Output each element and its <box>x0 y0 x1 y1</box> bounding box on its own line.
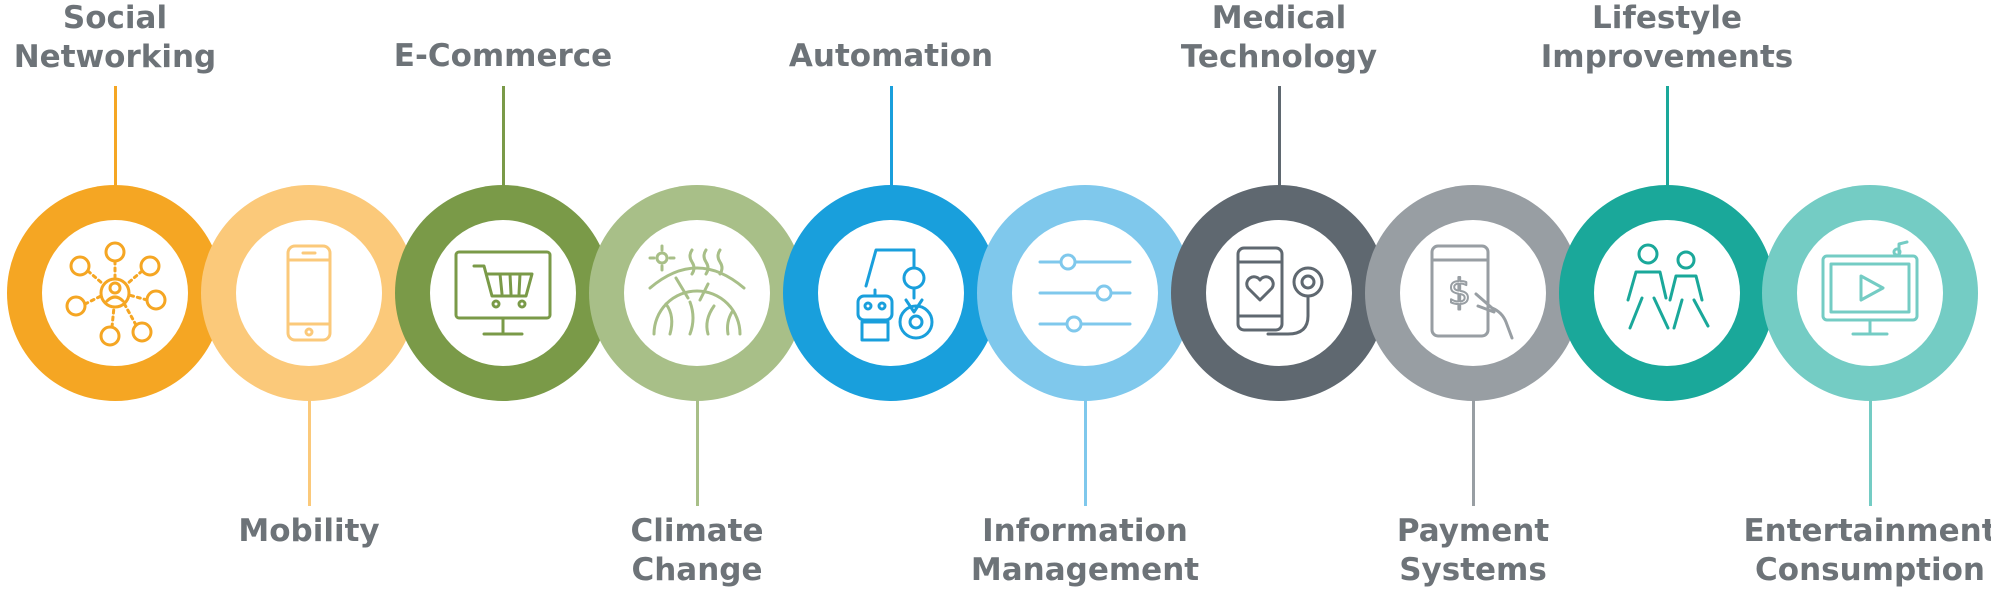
item-label: E-Commerce <box>353 37 653 76</box>
item-ring <box>1762 185 1978 401</box>
ring-center <box>1797 220 1943 366</box>
item-label-line: Payment <box>1396 513 1550 549</box>
mobile-payment-icon: $ <box>1430 244 1514 340</box>
item-ring <box>589 185 805 401</box>
connector-line <box>1471 395 1475 506</box>
item-ring <box>7 185 223 401</box>
ring-center <box>430 220 576 366</box>
item-label-line: Social <box>62 0 168 36</box>
connector-line <box>889 86 893 191</box>
ring-center <box>236 220 382 366</box>
item-ring <box>201 185 417 401</box>
ring-center <box>818 220 964 366</box>
ring-center <box>1206 220 1352 366</box>
item-label-line: Lifestyle <box>1591 0 1743 36</box>
item-ring <box>783 185 999 401</box>
item-label-line: Medical <box>1211 0 1347 36</box>
svg-text:$: $ <box>1448 272 1471 313</box>
item-label: Mobility <box>159 512 459 551</box>
social-network-icon <box>65 241 167 347</box>
connector-line <box>1665 86 1669 191</box>
item-label-line: Management <box>970 552 1200 588</box>
item-label-line: Systems <box>1399 552 1547 588</box>
item-label-line: E-Commerce <box>393 38 613 74</box>
item-label-line: Networking <box>13 39 217 75</box>
connector-line <box>113 86 117 191</box>
connector-line <box>695 395 699 506</box>
item-ring <box>1559 185 1775 401</box>
connector-line <box>1083 395 1087 506</box>
item-ring <box>1171 185 1387 401</box>
connector-line <box>501 86 505 191</box>
connector-line <box>1868 395 1872 506</box>
ring-center <box>42 220 188 366</box>
item-ring <box>395 185 611 401</box>
shopping-cart-monitor-icon <box>454 250 552 336</box>
item-label-line: Mobility <box>238 513 380 549</box>
heart-phone-icon <box>1236 246 1324 336</box>
ring-center: $ <box>1400 220 1546 366</box>
connector-line <box>1277 86 1281 191</box>
item-label: Automation <box>741 37 1041 76</box>
globe-heat-icon <box>648 244 746 336</box>
sliders-icon <box>1038 253 1132 333</box>
item-label-line: Entertainment <box>1743 513 1991 549</box>
ring-center <box>1012 220 1158 366</box>
connector-line <box>307 395 311 506</box>
video-screen-icon <box>1821 240 1919 336</box>
item-label-line: Technology <box>1180 39 1378 75</box>
smartphone-icon <box>286 244 332 342</box>
item-ring: $ <box>1365 185 1581 401</box>
robot-arm-icon <box>856 248 934 342</box>
ring-center <box>1594 220 1740 366</box>
item-label-line: Climate <box>630 513 764 549</box>
walking-people-icon <box>1626 243 1710 330</box>
item-ring <box>977 185 1193 401</box>
item-label-line: Automation <box>788 38 994 74</box>
item-label-line: Consumption <box>1755 552 1985 588</box>
item-label-line: Information <box>982 513 1188 549</box>
item-label-line: Change <box>631 552 763 588</box>
item-label-line: Improvements <box>1540 39 1794 75</box>
ring-center <box>624 220 770 366</box>
